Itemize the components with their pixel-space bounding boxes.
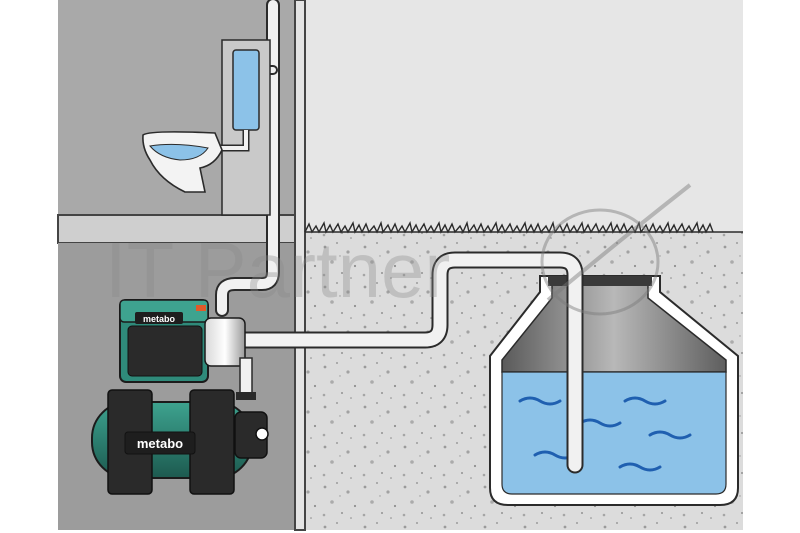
suction-pipe <box>223 251 584 474</box>
pressure-tank-icon: metabo <box>91 389 269 495</box>
tank-water <box>501 371 727 495</box>
cistern-tank-icon <box>489 275 739 506</box>
toilet-icon <box>142 39 271 216</box>
tank-brand-label: metabo <box>137 436 183 451</box>
cistern-icon <box>232 49 260 131</box>
watermark: IT Partner <box>105 183 692 316</box>
tank-lid <box>548 276 652 286</box>
sky-area <box>305 0 743 232</box>
house-wall <box>294 0 306 531</box>
watermark-text: IT Partner <box>105 226 450 314</box>
pump-brand-label: metabo <box>143 314 176 324</box>
pump-icon: metabo metabo <box>91 299 269 495</box>
toilet-water <box>149 143 209 161</box>
water-waves <box>518 396 692 472</box>
watermark-logo-icon <box>540 183 692 316</box>
grass-icon <box>304 220 743 234</box>
